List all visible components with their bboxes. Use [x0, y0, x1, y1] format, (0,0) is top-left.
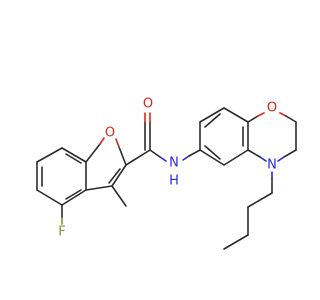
methyl-bond — [111, 185, 127, 207]
fluorine-label: F — [58, 225, 65, 240]
lactam-nitrogen-label: N — [267, 158, 277, 173]
amide-nitrogen-label: N — [169, 156, 179, 171]
structure-drawing: O O N H O N F — [36, 97, 297, 250]
benzoxazine-benzene-ring — [199, 107, 249, 166]
molecule-canvas: O O N H O N F — [36, 96, 297, 250]
oxazinone-ring — [247, 112, 297, 162]
furan-oxygen-label: O — [105, 126, 115, 141]
amide-oxygen-label: O — [143, 97, 153, 112]
amide-hydrogen-label: H — [169, 174, 179, 189]
amide-linkage — [125, 112, 201, 166]
butyl-chain — [223, 171, 273, 250]
benzofuran-furan-ring — [85, 137, 127, 191]
oxazine-oxygen-label: O — [267, 101, 277, 116]
benzofuran-benzene-ring — [36, 147, 87, 206]
